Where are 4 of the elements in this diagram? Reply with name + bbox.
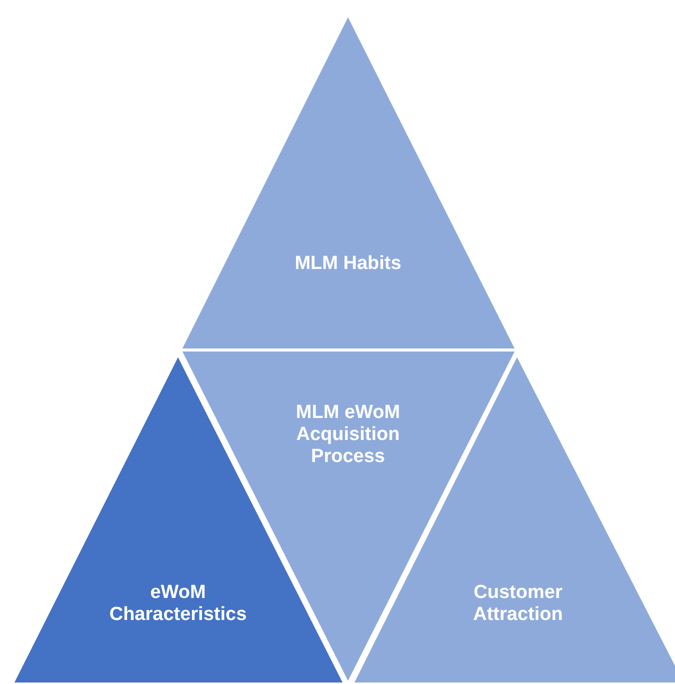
segment-label: eWoM Characteristics — [108, 582, 248, 626]
segment-label: Customer Attraction — [472, 582, 564, 626]
segment-label: MLM Habits — [294, 253, 402, 275]
segment-label: MLM eWoM Acquisition Process — [294, 402, 402, 468]
